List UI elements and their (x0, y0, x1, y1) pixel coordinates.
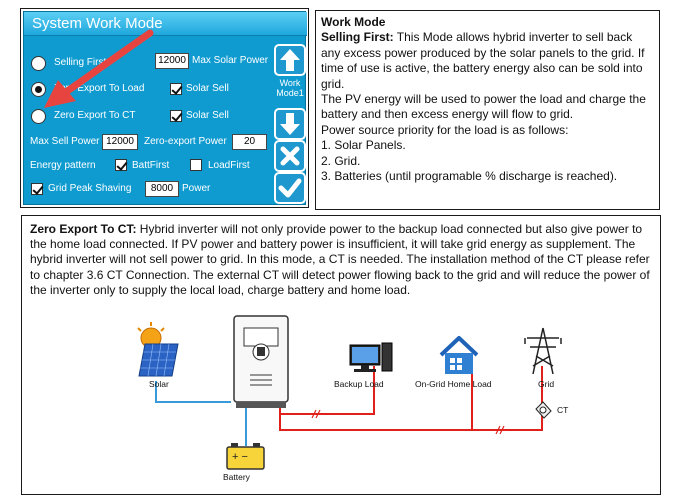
hybrid-inverter-icon (233, 315, 289, 408)
backup-load-line (279, 366, 375, 415)
grid-peak-power-input[interactable]: 8000 (145, 181, 179, 197)
confirm-button[interactable] (274, 172, 306, 204)
label-power: Power (182, 183, 211, 194)
checkbox-batt-first[interactable] (115, 159, 127, 171)
selling-first-paragraph: Selling First: This Mode allows hybrid i… (321, 30, 654, 92)
label-selling-first: Selling First (54, 57, 107, 68)
checkbox-grid-peak-shaving[interactable] (31, 183, 43, 195)
work-mode-label: Work Mode1 (276, 78, 304, 98)
max-solar-power-input[interactable]: 12000 (155, 53, 189, 69)
system-diagram: + − (137, 315, 562, 470)
work-mode-description: Work Mode Selling First: This Mode allow… (315, 10, 660, 210)
zero-export-paragraph: Zero Export To CT: Hybrid inverter will … (30, 222, 660, 298)
zero-export-power-input[interactable]: 20 (232, 134, 267, 150)
radio-selling-first[interactable] (31, 56, 46, 71)
label-max-sell-power: Max Sell Power (30, 136, 100, 147)
grid-line (279, 406, 543, 431)
checkbox-solar-sell-1[interactable] (170, 83, 182, 95)
label-batt-first: BattFirst (132, 160, 170, 171)
down-button[interactable] (274, 108, 306, 140)
priority-item: 1. Solar Panels. (321, 138, 406, 153)
arrow-down-icon (280, 113, 300, 135)
radio-zero-export-load[interactable] (31, 82, 46, 97)
red-arrow-icon (44, 29, 154, 108)
label-solar: Solar (149, 379, 169, 389)
svg-text:+ −: + − (232, 451, 248, 463)
screen-title: System Work Mode (24, 12, 307, 36)
label-battery: Battery (223, 472, 250, 482)
selling-first-title: Selling First: (321, 30, 394, 45)
selling-first-text: This Mode allows hybrid inverter to sell… (321, 30, 645, 91)
label-home-load: On-Grid Home Load (415, 379, 492, 389)
radio-zero-export-ct[interactable] (31, 109, 46, 124)
zero-export-section: Zero Export To CT: Hybrid inverter will … (21, 215, 661, 495)
label-grid-peak-shaving: Grid Peak Shaving (48, 183, 132, 194)
label-solar-sell-2: Solar Sell (186, 110, 229, 121)
max-sell-power-input[interactable]: 12000 (102, 134, 138, 150)
inverter-settings-panel: System Work Mode Selling First 12000 Max… (20, 8, 309, 208)
checkbox-load-first[interactable] (190, 159, 202, 171)
settings-screen: System Work Mode Selling First 12000 Max… (23, 11, 307, 205)
label-solar-sell-1: Solar Sell (186, 83, 229, 94)
checkbox-solar-sell-2[interactable] (170, 110, 182, 122)
up-button[interactable] (274, 44, 306, 76)
label-zero-export-load: Zero Export To Load (54, 83, 145, 94)
pv-paragraph: The PV energy will be used to power the … (321, 92, 646, 122)
ct-clamp-icon (535, 401, 552, 419)
close-icon (280, 146, 300, 166)
solar-dc-line (155, 381, 231, 403)
label-backup-load: Backup Load (334, 379, 384, 389)
arrow-up-icon (280, 49, 300, 71)
label-load-first: LoadFirst (208, 160, 250, 171)
priority-item: 2. Grid. (321, 153, 361, 168)
checkmark-icon (278, 178, 302, 198)
battery-icon: + − (226, 443, 265, 470)
work-mode-heading: Work Mode (321, 15, 386, 29)
solar-panel-icon (137, 322, 179, 377)
label-grid: Grid (538, 379, 555, 389)
zero-export-title: Zero Export To CT: (30, 222, 137, 236)
label-ct: CT (557, 405, 569, 415)
label-zero-export-power: Zero-export Power (144, 136, 227, 147)
cancel-button[interactable] (274, 140, 306, 172)
label-zero-export-ct: Zero Export To CT (54, 110, 136, 121)
house-icon (439, 336, 479, 374)
computer-icon (349, 342, 393, 372)
priority-item: 3. Batteries (until programable % discha… (321, 169, 618, 184)
transmission-tower-icon (524, 327, 562, 375)
priority-heading: Power source priority for the load is as… (321, 122, 569, 137)
label-max-solar-power: Max Solar Power (192, 55, 269, 66)
label-energy-pattern: Energy pattern (30, 160, 96, 171)
zero-export-text: Hybrid inverter will not only provide po… (30, 222, 650, 297)
